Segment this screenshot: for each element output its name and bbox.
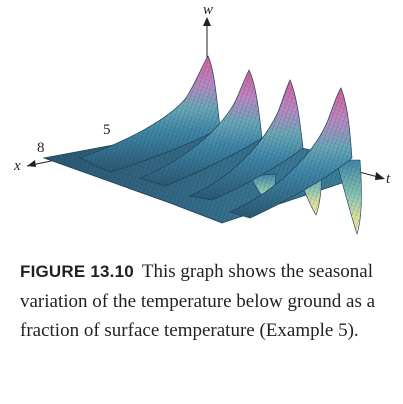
x-tick-8: 8 bbox=[37, 140, 45, 156]
caption-text: This graph shows the seasonal variation … bbox=[20, 261, 376, 341]
x-tick-5: 5 bbox=[103, 122, 111, 138]
surface-peaks bbox=[79, 55, 353, 219]
t-axis-label: t bbox=[386, 171, 391, 187]
surface-plot: w x 8 5 t bbox=[13, 2, 391, 235]
figure-label: FIGURE 13.10 bbox=[20, 262, 134, 281]
x-axis-label: x bbox=[13, 158, 21, 174]
w-axis-label: w bbox=[203, 2, 213, 18]
